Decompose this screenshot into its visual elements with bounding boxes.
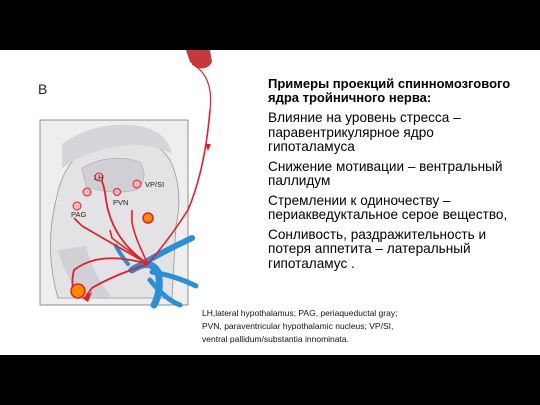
panel-letter: B xyxy=(38,81,48,97)
figure-caption: LH,lateral hypothalamus; PAG, periaquedu… xyxy=(202,308,398,344)
lh-nucleus xyxy=(94,172,104,182)
vpsi-nucleus xyxy=(132,179,142,189)
lh-nucleus-2 xyxy=(82,187,92,197)
list-item: Влияние на уровень стресса – паравентрик… xyxy=(268,110,461,154)
brain-diagram-svg xyxy=(39,50,212,309)
spinal-trigeminal-nucleus xyxy=(142,212,154,224)
pathway-to-pag xyxy=(73,217,149,265)
ascending-pathway xyxy=(147,109,211,265)
pathway-to-lh xyxy=(98,175,149,265)
text-block: Примеры проекций спинномозгового ядра тр… xyxy=(268,77,518,276)
trigeminal-nucleus-fragment xyxy=(186,50,212,69)
label-pag: PAG xyxy=(71,210,87,219)
pvn-nucleus xyxy=(113,188,121,196)
label-lh: LH xyxy=(94,173,104,182)
descending-tract xyxy=(191,63,212,111)
pag-nucleus xyxy=(72,201,82,211)
trigeminal-nerve-branch-middle xyxy=(149,269,199,289)
trigeminal-nerve-branch-lower xyxy=(147,277,183,308)
brainstem-hotspot xyxy=(70,283,86,299)
pathway-return xyxy=(85,263,149,297)
corpus-callosum xyxy=(62,124,172,168)
trigeminal-nerve-branch-small xyxy=(114,244,130,266)
slide: B xyxy=(0,50,540,355)
label-vpsi: VP/SI xyxy=(145,180,165,189)
return-arrowhead xyxy=(82,292,92,302)
heading: Примеры проекций спинномозгового ядра тр… xyxy=(268,76,511,105)
list-item: Cнижение мотивации – вентральный паллиду… xyxy=(268,158,503,188)
pathway-to-vpsi xyxy=(131,210,149,265)
brain-diagram: LH VP/SI PVN PAG xyxy=(0,50,270,355)
list-item: Сонливость, раздражительность и потеря а… xyxy=(268,226,487,271)
label-pvn: PVN xyxy=(113,198,129,207)
list-item: Стремлении к одиночеству – периакведукта… xyxy=(268,192,508,222)
pathway-arrowhead xyxy=(205,144,211,151)
